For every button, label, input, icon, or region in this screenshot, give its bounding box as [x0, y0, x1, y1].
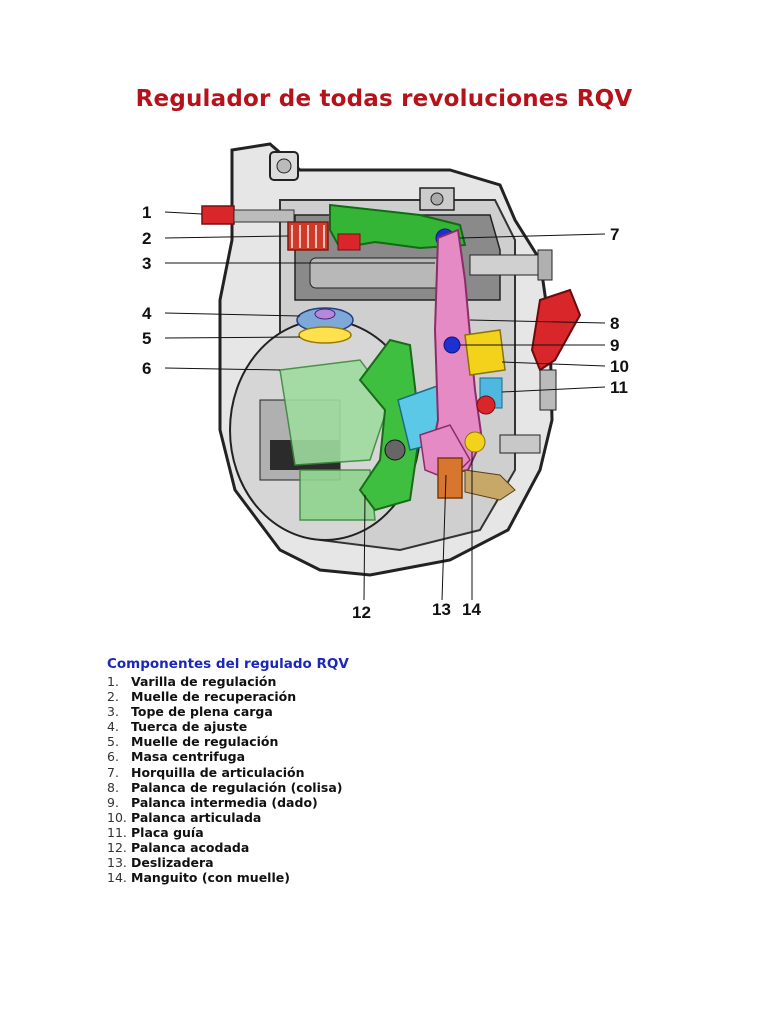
diagram-svg: 1 2 3 4 5 6 7 8 9 10 11 12 13 14: [142, 142, 629, 622]
component-legend: Componentes del regulado RQV 1. Varilla d…: [107, 656, 627, 885]
legend-item: 10.Palanca articulada: [107, 810, 627, 825]
legend-item: 7. Horquilla de articulación: [107, 765, 627, 780]
external-lever: [530, 288, 582, 372]
callout-3: 3: [142, 254, 151, 273]
legend-item: 5. Muelle de regulación: [107, 734, 627, 749]
legend-item-label: Varilla de regulación: [131, 674, 277, 689]
legend-item: 6. Masa centrifuga: [107, 749, 627, 764]
legend-item-number: 10.: [107, 809, 127, 825]
legend-item-number: 13.: [107, 855, 127, 871]
callout-6: 6: [142, 359, 151, 378]
legend-item-label: Tuerca de ajuste: [131, 719, 248, 735]
legend-item-number: 7.: [107, 764, 119, 780]
legend-item-number: 11.: [107, 824, 127, 840]
legend-item-label: Palanca intermedia (dado): [131, 794, 318, 810]
horquilla-articulacion: [329, 203, 467, 250]
callout-5: 5: [142, 329, 151, 348]
legend-item-label: Palanca acodada: [131, 840, 250, 856]
legend-item-label: Placa guía: [131, 824, 204, 840]
callout-10: 10: [610, 357, 629, 376]
page-title: Regulador de todas revoluciones RQV: [135, 86, 633, 112]
legend-item-number: 14.: [107, 870, 127, 886]
legend-item-number: 3.: [107, 704, 119, 720]
manguito-screw: [464, 469, 516, 501]
full-load-stop-block: [337, 233, 361, 251]
right-shaft: [469, 254, 541, 276]
legend-item-label: Palanca articulada: [131, 809, 262, 825]
legend-item: 3. Tope de plena carga: [107, 704, 627, 719]
legend-item-number: 5.: [107, 734, 119, 750]
control-rod: [201, 205, 295, 225]
legend-item-number: 9.: [107, 794, 119, 810]
callout-14: 14: [462, 600, 481, 619]
legend-item: 1. Varilla de regulación: [107, 674, 627, 689]
legend-item-number: 1.: [107, 674, 119, 689]
callout-11: 11: [610, 378, 628, 397]
palanca-acodada: [358, 338, 422, 512]
legend-item-number: 6.: [107, 749, 119, 765]
legend-item-number: 8.: [107, 779, 119, 795]
legend-item-number: 4.: [107, 719, 119, 735]
legend-item: 8. Palanca de regulación (colisa): [107, 780, 627, 795]
callout-2: 2: [142, 229, 151, 248]
palanca-articulada: [464, 329, 506, 376]
spring-adjusting-nut: [296, 307, 354, 344]
legend-item-label: Palanca de regulación (colisa): [131, 779, 343, 795]
callout-9: 9: [610, 336, 619, 355]
legend-item: 2. Muelle de recuperación: [107, 689, 627, 704]
legend-item: 13.Deslizadera: [107, 855, 627, 870]
dado-block: [443, 336, 461, 354]
legend-item: 14.Manguito (con muelle): [107, 870, 627, 885]
sleeve-nut: [464, 431, 486, 453]
callout-12: 12: [352, 603, 371, 622]
legend-item-label: Deslizadera: [131, 855, 214, 871]
legend-item-label: Muelle de recuperación: [131, 689, 297, 705]
legend-item-label: Muelle de regulación: [131, 734, 279, 750]
legend-item: 11.Placa guía: [107, 825, 627, 840]
rqv-governor-cutaway-diagram: 1 2 3 4 5 6 7 8 9 10 11 12 13 14: [120, 130, 650, 630]
callout-8: 8: [610, 314, 619, 333]
legend-item: 4. Tuerca de ajuste: [107, 719, 627, 734]
legend-item-label: Horquilla de articulación: [131, 764, 305, 780]
red-knob: [476, 395, 496, 415]
legend-item: 12.Palanca acodada: [107, 840, 627, 855]
callout-13: 13: [432, 600, 451, 619]
legend-item-label: Manguito (con muelle): [131, 870, 290, 886]
deslizadera: [437, 457, 463, 499]
leader-lines: [164, 211, 606, 601]
legend-item-label: Masa centrifuga: [131, 749, 246, 765]
callout-4: 4: [142, 304, 152, 323]
callout-1: 1: [142, 203, 151, 222]
legend-item-label: Tope de plena carga: [131, 704, 273, 720]
legend-title: Componentes del regulado RQV: [107, 656, 349, 672]
legend-item-number: 12.: [107, 840, 127, 856]
callout-7: 7: [610, 225, 619, 244]
legend-item: 9. Palanca intermedia (dado): [107, 795, 627, 810]
legend-item-number: 2.: [107, 689, 119, 705]
right-nut: [537, 249, 553, 281]
return-spring: [287, 221, 329, 251]
pivot-pin: [384, 439, 406, 461]
legend-list: 1. Varilla de regulación 2. Muelle de recu…: [107, 674, 627, 885]
lower-right-bolt: [499, 434, 541, 454]
